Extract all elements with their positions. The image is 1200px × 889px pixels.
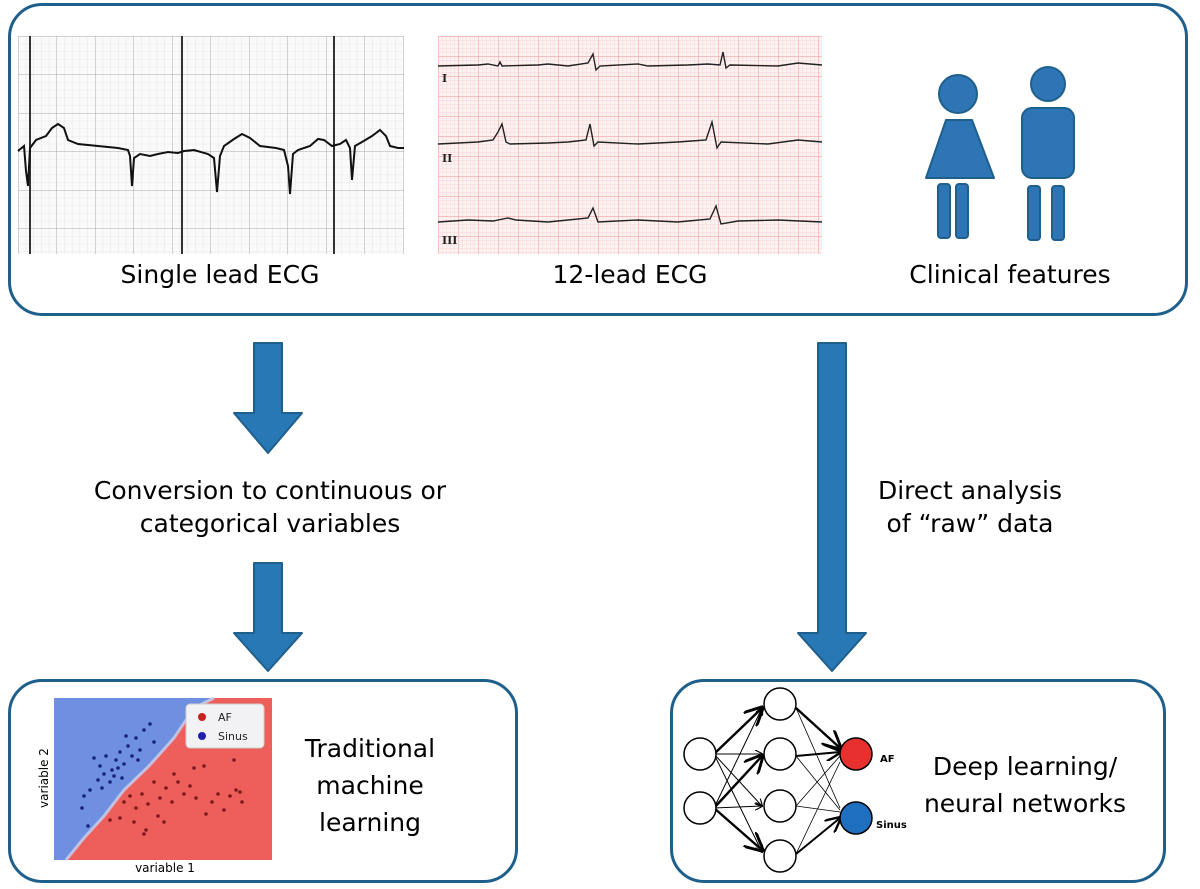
ml-title-line2: machine xyxy=(316,771,424,800)
hidden-node-1 xyxy=(763,687,797,721)
direct-analysis-text-line1: Direct analysis xyxy=(877,476,1063,505)
clinical-features-label: Clinical features xyxy=(909,260,1111,289)
direct-analysis-text-line2: of “raw” data xyxy=(886,509,1054,538)
conversion-text-line2: categorical variables xyxy=(139,509,401,538)
output-node-sinus xyxy=(839,801,873,835)
single-lead-ecg-label: Single lead ECG xyxy=(120,260,320,289)
input-node-2 xyxy=(683,791,717,825)
lead-label-III: III xyxy=(442,234,457,247)
output-label-sinus: Sinus xyxy=(876,820,907,831)
dl-title-line1: Deep learning/ xyxy=(932,752,1118,781)
female-person-icon xyxy=(925,74,995,239)
output-node-af xyxy=(839,737,873,771)
twelve-lead-ecg-image: I II III xyxy=(437,36,823,254)
twelve-lead-ecg-label: 12-lead ECG xyxy=(552,260,708,289)
ml-title-line1: Traditional xyxy=(304,734,436,763)
arrow-down-left-lower xyxy=(233,562,303,672)
lead-label-I: I xyxy=(442,72,447,85)
legend-af: AF xyxy=(218,711,232,724)
legend-sinus: Sinus xyxy=(218,730,248,743)
input-node-1 xyxy=(683,737,717,771)
single-lead-ecg-image xyxy=(17,36,404,254)
hidden-node-4 xyxy=(763,839,797,873)
ml-ylabel: variable 2 xyxy=(37,748,51,808)
hidden-node-3 xyxy=(763,789,797,823)
neural-network-diagram: AF Sinus xyxy=(683,687,907,873)
male-person-icon xyxy=(1021,66,1075,241)
ml-title-line3: learning xyxy=(319,808,421,837)
dl-title-line2: neural networks xyxy=(923,789,1127,818)
hidden-node-2 xyxy=(763,737,797,771)
ml-xlabel: variable 1 xyxy=(135,861,195,875)
arrow-down-right xyxy=(797,342,867,672)
classification-scatter-plot: AF Sinus xyxy=(54,696,272,861)
output-label-af: AF xyxy=(880,754,895,765)
conversion-text-line1: Conversion to continuous or xyxy=(93,476,447,505)
lead-label-II: II xyxy=(442,152,452,165)
arrow-down-left-upper xyxy=(233,342,303,454)
